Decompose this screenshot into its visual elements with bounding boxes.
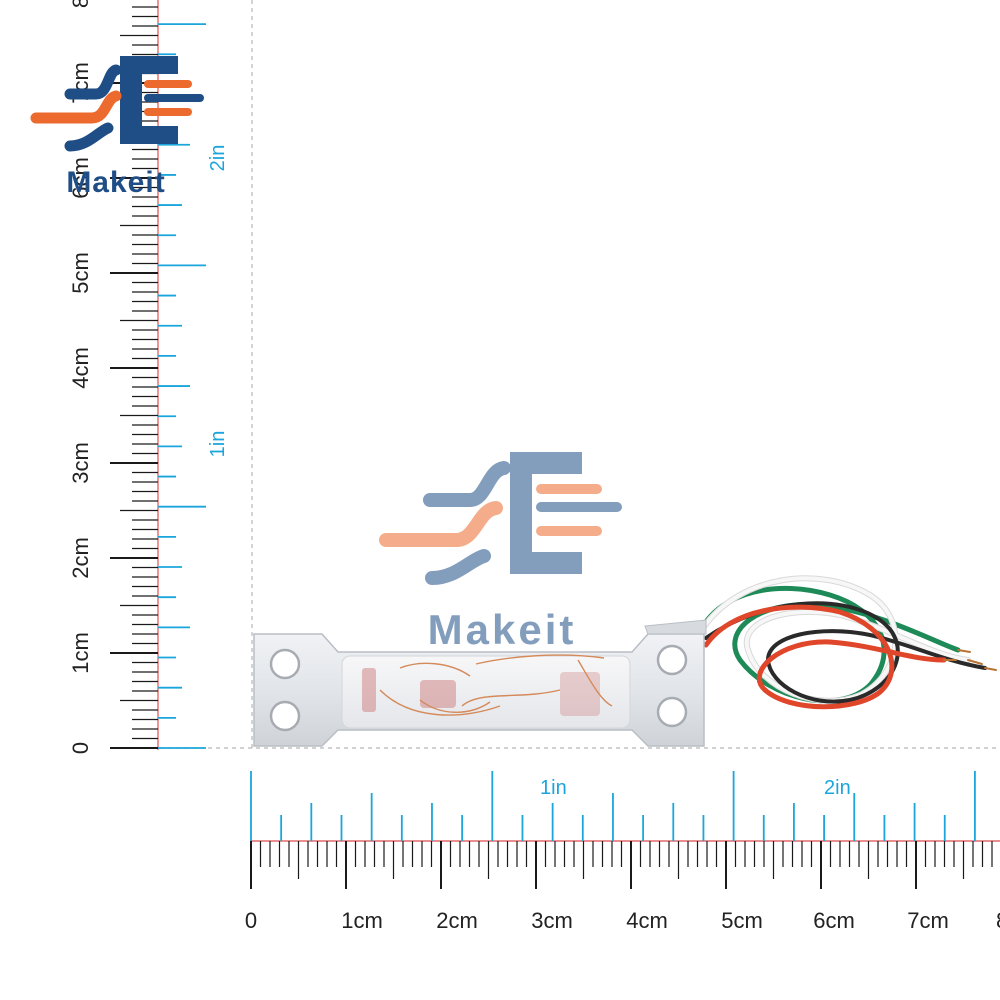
logo-e-bar-blue	[144, 94, 204, 102]
makeit-watermark: Makeit	[379, 452, 622, 653]
logo-e-bar-orange-2	[144, 108, 192, 116]
load-cell-body	[253, 619, 707, 747]
vertical-ruler-label-3cm: 3cm	[68, 442, 93, 484]
watermark-circuit-blue-2	[425, 549, 491, 585]
black-wire-end	[984, 667, 997, 671]
horizontal-ruler-label-2cm: 2cm	[436, 908, 478, 933]
black-wire	[704, 601, 987, 704]
logo-e-bottom	[120, 126, 178, 144]
horizontal-ruler-label-1cm: 1cm	[341, 908, 383, 933]
logo-e-stem	[120, 56, 142, 144]
vertical-ruler-inch-labels: 1in 2in	[207, 145, 229, 458]
horizontal-ruler-label-6cm: 6cm	[813, 908, 855, 933]
horizontal-ruler-label-7cm: 7cm	[907, 908, 949, 933]
horizontal-ruler-label-3cm: 3cm	[531, 908, 573, 933]
green-wire-end	[957, 649, 971, 653]
vertical-ruler-label-8: 8	[68, 0, 93, 8]
horizontal-ruler-inch-labels: 1in 2in	[540, 777, 851, 799]
vertical-ruler-label-2in: 2in	[207, 145, 229, 172]
watermark-e-top	[510, 452, 582, 474]
logo-e-top	[120, 56, 178, 74]
vertical-ruler-label-6cm: 6cm	[68, 157, 93, 199]
vertical-ruler-label-1cm: 1cm	[68, 632, 93, 674]
horizontal-ruler-cm-ticks	[250, 841, 993, 889]
horizontal-ruler: 0 1cm 2cm 3cm 4cm 5cm 6cm 7cm 8 1in 2in	[245, 771, 1000, 933]
vertical-ruler-label-4cm: 4cm	[68, 347, 93, 389]
white-wire-end	[967, 659, 983, 665]
watermark-e-bottom	[510, 552, 582, 574]
watermark-e-bar-blue-1	[536, 502, 622, 512]
watermark-e-bar-orange-2	[536, 526, 602, 536]
wire-ends	[943, 649, 997, 671]
sensor-wires	[697, 575, 997, 710]
watermark-word: Makeit	[428, 606, 577, 653]
watermark-circuit-blue	[423, 461, 511, 507]
horizontal-ruler-label-0: 0	[245, 908, 257, 933]
logo-circuit-blue-2	[64, 122, 114, 152]
red-wire	[703, 604, 947, 710]
horizontal-ruler-label-4cm: 4cm	[626, 908, 668, 933]
horizontal-ruler-inch-ticks	[250, 771, 976, 841]
vertical-ruler-label-5cm: 5cm	[68, 252, 93, 294]
mounting-hole-top-right	[656, 644, 688, 676]
horizontal-ruler-label-2in: 2in	[824, 777, 851, 799]
watermark-e-stem	[510, 452, 532, 574]
strain-gauge-left	[362, 668, 376, 712]
logo-circuit-orange	[30, 90, 122, 124]
horizontal-ruler-cm-labels: 0 1cm 2cm 3cm 4cm 5cm 6cm 7cm 8	[245, 908, 1000, 933]
vertical-ruler-label-1in: 1in	[207, 431, 229, 458]
mounting-hole-top-left	[269, 648, 301, 680]
makeit-watermark-icon	[379, 452, 622, 585]
vertical-ruler-label-2cm: 2cm	[68, 537, 93, 579]
measurement-guides	[160, 0, 1000, 749]
copper-lead-wires	[379, 654, 613, 716]
logo-circuit-blue	[64, 64, 122, 100]
load-cell-top-face	[644, 619, 707, 635]
makeit-logo-icon	[30, 56, 204, 152]
watermark-circuit-orange	[379, 501, 503, 547]
mounting-hole-bottom-right	[656, 696, 688, 728]
watermark-e-bar-orange	[536, 484, 602, 494]
logo-word: Makeit	[66, 166, 165, 199]
vertical-ruler-cm-labels: 0 1cm 2cm 3cm 4cm 5cm 6cm 7cm 8	[68, 0, 93, 754]
makeit-logo: Makeit	[30, 56, 204, 199]
mounting-hole-bottom-left	[269, 700, 301, 732]
strain-gauge-right	[560, 672, 600, 716]
strain-gauge-mid-left	[420, 680, 456, 708]
logo-e-bar-orange	[144, 80, 192, 88]
horizontal-ruler-label-8: 8	[996, 908, 1000, 933]
horizontal-ruler-label-5cm: 5cm	[721, 908, 763, 933]
horizontal-ruler-label-1in: 1in	[540, 777, 567, 799]
vertical-ruler-label-0: 0	[68, 742, 93, 754]
